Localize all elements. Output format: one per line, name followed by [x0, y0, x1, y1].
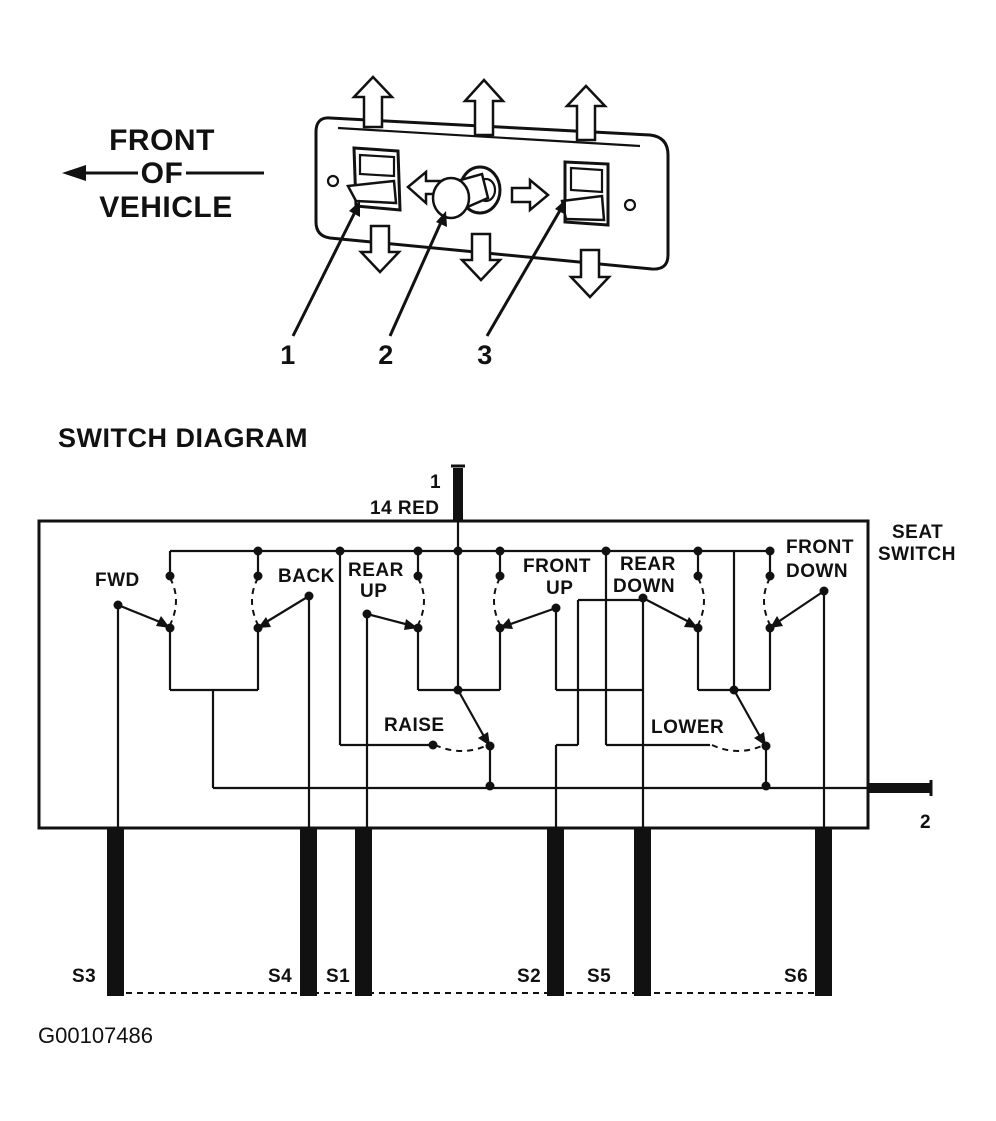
- rear-front-up-switch: [362, 551, 561, 692]
- terminal-label-s1: S1: [326, 966, 350, 987]
- front-label-line1: FRONT: [109, 124, 215, 157]
- internal-wiring: [213, 546, 868, 790]
- right-rocker-switch: [560, 160, 610, 227]
- fwd-label: FWD: [95, 570, 140, 591]
- front-label-line3: VEHICLE: [99, 191, 233, 224]
- terminal-pins: [107, 828, 832, 996]
- front-label-line2: OF: [141, 157, 184, 190]
- feed-number: 1: [430, 472, 441, 493]
- terminal-label-s2: S2: [517, 966, 541, 987]
- rear-down-label-line2: DOWN: [613, 576, 675, 597]
- fwd-back-switch: [113, 551, 314, 788]
- up-arrows: [351, 75, 608, 142]
- terminal-pin-s1: [355, 828, 372, 996]
- switch-illustration: FRONT OF VEHICLE: [62, 75, 670, 370]
- terminal-pin-s4: [300, 828, 317, 996]
- terminal-label-s4: S4: [268, 966, 292, 987]
- rear-up-label-line2: UP: [360, 581, 387, 602]
- raise-label: RAISE: [384, 715, 445, 736]
- front-down-label-line2: DOWN: [786, 561, 848, 582]
- switch-schematic: 1 14 RED 2 SEAT SWITCH: [37, 464, 956, 996]
- callout-1: 1: [280, 340, 296, 370]
- terminal-label-s5: S5: [587, 966, 611, 987]
- callout-leaders: [291, 199, 566, 337]
- front-up-label-line2: UP: [546, 578, 573, 599]
- switch-name-line2: SWITCH: [878, 544, 956, 565]
- back-label: BACK: [278, 566, 335, 587]
- switch-name-line1: SEAT: [892, 522, 943, 543]
- terminal-pin-s2: [547, 828, 564, 996]
- rear-front-down-switch: [638, 551, 829, 692]
- figure-id: G00107486: [38, 1023, 153, 1048]
- down-arrows: [358, 224, 612, 299]
- lower-switch: [604, 551, 771, 791]
- front-up-label-line1: FRONT: [523, 556, 591, 577]
- switch-bezel: [314, 116, 670, 271]
- terminal-pin-s5: [634, 828, 651, 996]
- ground-number: 2: [920, 812, 931, 833]
- lower-label: LOWER: [651, 717, 724, 738]
- rear-down-label-line1: REAR: [620, 554, 676, 575]
- terminal-pin-s6: [815, 828, 832, 996]
- terminal-label-s3: S3: [72, 966, 96, 987]
- terminal-pin-s3: [107, 828, 124, 996]
- raise-switch: [338, 551, 495, 791]
- switch-housing: [37, 519, 870, 830]
- feed-wire-label: 14 RED: [370, 498, 440, 519]
- center-knob: [431, 165, 502, 220]
- terminal-leads: [116, 591, 826, 828]
- rear-up-label-line1: REAR: [348, 560, 404, 581]
- left-rocker-switch: [346, 146, 402, 212]
- front-down-label-line1: FRONT: [786, 537, 854, 558]
- diagram-title: SWITCH DIAGRAM: [58, 423, 308, 453]
- callout-3: 3: [477, 340, 493, 370]
- terminal-label-s6: S6: [784, 966, 808, 987]
- callout-2: 2: [378, 340, 394, 370]
